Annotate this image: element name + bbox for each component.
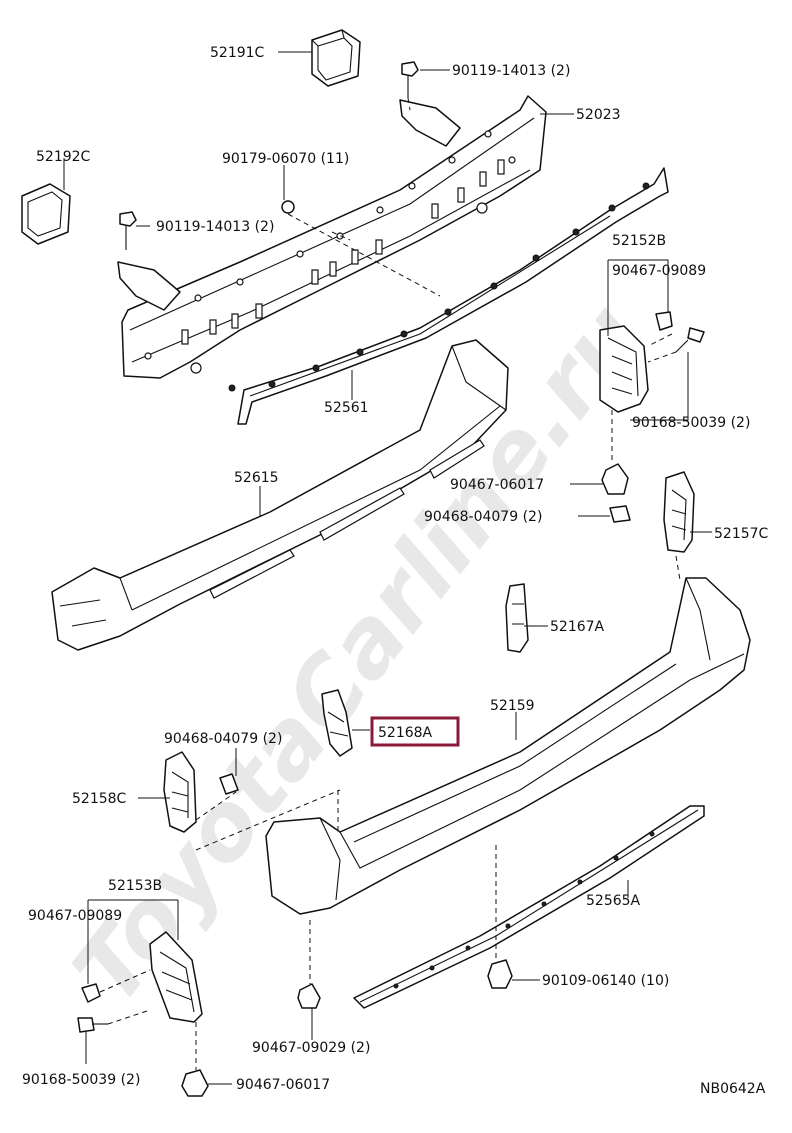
- part-labels: 52191C 90119-14013 (2) 52023 52192C 9017…: [22, 45, 769, 1097]
- screw-90168-right: [675, 327, 705, 353]
- label-90468-right: 90468-04079 (2): [424, 509, 542, 525]
- part-52158C-bracket: [163, 751, 197, 833]
- bolt-90119-left: [119, 211, 137, 250]
- part-52159-bumper-cover: [265, 577, 751, 915]
- label-90467-06017-left: 90467-06017: [236, 1077, 330, 1093]
- bolt-90119-top: [401, 61, 419, 98]
- clip-90468-left: [219, 773, 239, 795]
- label-52168A: 52168A: [378, 725, 433, 741]
- label-90467-09089-left: 90467-09089: [28, 908, 122, 924]
- label-90468-left: 90468-04079 (2): [164, 731, 282, 747]
- label-52167A: 52167A: [550, 619, 605, 635]
- label-52153B: 52153B: [108, 878, 162, 894]
- label-52158C: 52158C: [72, 791, 127, 807]
- diagram-code: NB0642A: [700, 1081, 766, 1097]
- screw-90168-left: [77, 1017, 108, 1033]
- clip-90467-06017-left: [181, 1069, 209, 1097]
- label-90109: 90109-06140 (10): [542, 973, 669, 989]
- part-52191C-retainer: [311, 29, 361, 87]
- clip-90467-06017-right: [601, 463, 629, 495]
- fasteners: [77, 61, 705, 1097]
- label-52615: 52615: [234, 470, 279, 486]
- label-52191C: 52191C: [210, 45, 265, 61]
- part-52192C-retainer: [21, 183, 71, 245]
- label-52157C: 52157C: [714, 526, 769, 542]
- watermark: ToyotaCarline.ru: [53, 284, 664, 1024]
- label-52565A: 52565A: [586, 893, 641, 909]
- label-90119-top: 90119-14013 (2): [452, 63, 570, 79]
- part-52157C-bracket: [663, 471, 695, 553]
- label-90467-06017-right: 90467-06017: [450, 477, 544, 493]
- clip-90467-09029: [297, 983, 321, 1009]
- label-52159: 52159: [490, 698, 535, 714]
- label-52023: 52023: [576, 107, 621, 123]
- clip-90467-09089-left: [81, 983, 101, 1003]
- label-90168-left: 90168-50039 (2): [22, 1072, 140, 1088]
- clip-90467-09089-right: [655, 311, 673, 331]
- part-52153B-bracket: [149, 900, 203, 1023]
- label-52561: 52561: [324, 400, 369, 416]
- reinforcement-holes: [144, 130, 516, 374]
- part-52561-retainer-strip: [228, 167, 669, 425]
- part-52615-energy-absorber: [51, 339, 509, 651]
- leader-lines: [63, 40, 712, 1085]
- part-52023-reinforcement: [117, 95, 547, 379]
- highlight-box: [370, 716, 460, 747]
- label-52192C: 52192C: [36, 149, 91, 165]
- label-90467-09029: 90467-09029 (2): [252, 1040, 370, 1056]
- label-90467-09089-right: 90467-09089: [612, 263, 706, 279]
- label-90168-right: 90168-50039 (2): [632, 415, 750, 431]
- label-90119-left: 90119-14013 (2): [156, 219, 274, 235]
- part-52167A-bracket: [505, 583, 529, 653]
- assembly-lines: [99, 97, 681, 1070]
- part-52152B-bracket: [599, 260, 649, 413]
- strip-dots: [393, 831, 655, 989]
- clip-90468-right: [609, 505, 631, 523]
- strip-studs: [228, 182, 650, 392]
- label-90179: 90179-06070 (11): [222, 151, 349, 167]
- nut-90179: [281, 200, 295, 214]
- label-52152B: 52152B: [612, 233, 666, 249]
- part-52168A-bracket: [321, 689, 353, 757]
- bolt-90109: [487, 959, 513, 989]
